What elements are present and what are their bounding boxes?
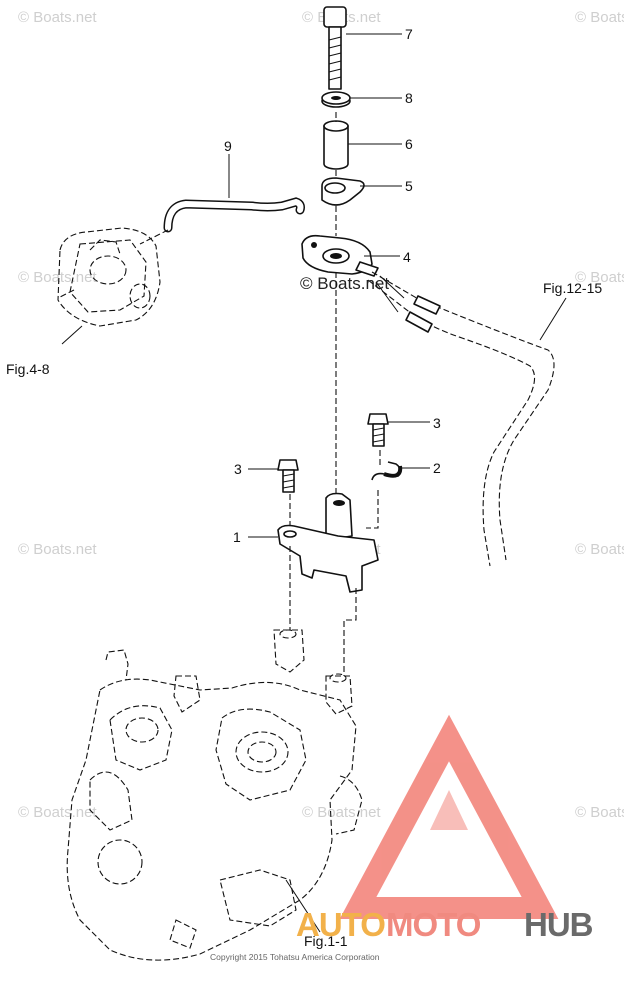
part-7-bolt[interactable] bbox=[323, 6, 402, 90]
callout-7: 7 bbox=[405, 26, 413, 42]
brand-text-auto: AUTO bbox=[296, 906, 385, 943]
callout-1: 1 bbox=[233, 529, 241, 545]
watermark-text: © Boats.net bbox=[18, 541, 97, 558]
carburetor-assembly[interactable] bbox=[57, 227, 161, 345]
throttle-cables[interactable] bbox=[367, 271, 567, 567]
callout-3-right: 3 bbox=[433, 415, 441, 431]
copyright-notice: Copyright 2015 Tohatsu America Corporati… bbox=[210, 952, 380, 962]
callout-3-left: 3 bbox=[234, 461, 242, 477]
figure-ref-fig-12-15[interactable]: Fig.12-15 bbox=[543, 280, 602, 296]
part-3-bolt-right[interactable] bbox=[367, 413, 430, 447]
watermark-text: © Boats.net bbox=[575, 9, 624, 26]
part-6-collar[interactable] bbox=[323, 120, 402, 170]
figure-ref-fig-4-8[interactable]: Fig.4-8 bbox=[6, 361, 50, 377]
brand-text-hub: HUB bbox=[524, 906, 593, 943]
part-3-bolt-left[interactable] bbox=[248, 459, 299, 493]
callout-4: 4 bbox=[403, 249, 411, 265]
mounting-guidelines bbox=[289, 450, 381, 676]
watermark-text: © Boats.net bbox=[18, 9, 97, 26]
callout-9: 9 bbox=[224, 138, 232, 154]
watermark-text: © Boats.net bbox=[18, 804, 97, 821]
part-5-cam[interactable] bbox=[321, 177, 402, 206]
figure-ref-fig-1-1[interactable]: Fig.1-1 bbox=[304, 933, 348, 949]
watermark-text: © Boats.net bbox=[575, 541, 624, 558]
part-4-throttle-lever[interactable] bbox=[301, 234, 400, 277]
watermark-grid: © Boats.net © Boats.net © Boats.net © Bo… bbox=[18, 9, 624, 821]
callout-6: 6 bbox=[405, 136, 413, 152]
watermark-center-text: © Boats.net bbox=[300, 274, 389, 293]
callout-2: 2 bbox=[433, 460, 441, 476]
watermark-text: © Boats.net bbox=[18, 269, 97, 286]
part-2-clip[interactable] bbox=[371, 461, 430, 481]
brand-logo-wordmark: AUTO MOTO HUB bbox=[296, 906, 594, 943]
watermark-text: © Boats.net bbox=[302, 804, 381, 821]
part-1-bracket[interactable] bbox=[248, 492, 379, 593]
watermark-text: © Boats.net bbox=[575, 804, 624, 821]
callout-8: 8 bbox=[405, 90, 413, 106]
part-9-hose[interactable] bbox=[139, 154, 305, 245]
callout-5: 5 bbox=[405, 178, 413, 194]
watermark-text: © Boats.net bbox=[575, 269, 624, 286]
brand-logo-triangle bbox=[339, 714, 559, 919]
part-8-washer[interactable] bbox=[321, 91, 402, 108]
brand-text-moto: MOTO bbox=[386, 906, 481, 943]
engine-block-assembly[interactable] bbox=[66, 629, 363, 961]
